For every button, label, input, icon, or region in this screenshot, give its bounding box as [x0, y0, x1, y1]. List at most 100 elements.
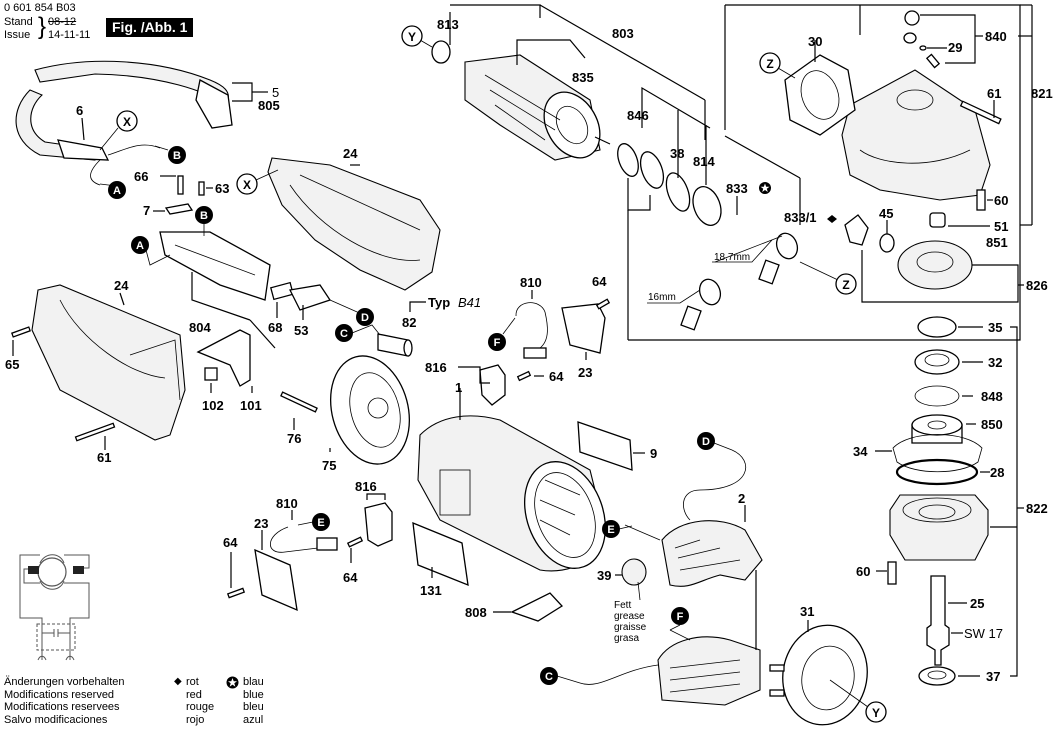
connector-x-2 [236, 173, 258, 195]
diamond-icon: ◆ [174, 676, 182, 687]
part-label-805: 805 [258, 98, 280, 113]
part-label-816-top: 816 [425, 360, 447, 375]
issue-label: Issue [4, 29, 31, 41]
connector-f-1-label: F [494, 337, 501, 349]
leader [351, 324, 381, 336]
housing-half-top [267, 157, 441, 291]
connector-a-1 [108, 181, 126, 199]
part-label-840: 840 [985, 29, 1007, 44]
power-cord [15, 60, 233, 186]
leader [777, 67, 796, 79]
blue-es: azul [243, 713, 264, 726]
part-label-7: 7 [143, 203, 150, 218]
part-label-53: 53 [294, 323, 308, 338]
part-label-76: 76 [287, 431, 301, 446]
crown-gear-hub [916, 251, 954, 273]
disclaimer-en: Modifications reserved [4, 688, 115, 701]
red-en: red [186, 688, 202, 701]
leader [255, 169, 279, 181]
part-label-131: 131 [420, 583, 442, 598]
armature-835 [431, 40, 611, 161]
brush-holder-a [775, 232, 799, 260]
leader [713, 442, 733, 451]
connector-e-2-label: E [607, 524, 614, 536]
pinion-gear [844, 214, 869, 246]
leader [145, 249, 171, 266]
grease-de: Fett [614, 600, 631, 611]
needle-bearing-38 [665, 172, 691, 212]
bearing-35 [917, 316, 957, 338]
part-label-810-top: 810 [520, 275, 542, 290]
part-label-82: 82 [402, 315, 416, 330]
connector-z-2 [835, 273, 857, 295]
bearing-45 [879, 233, 895, 253]
leader-803 [539, 4, 706, 101]
bracket-816-top [458, 366, 490, 384]
part-label-826: 826 [1026, 278, 1048, 293]
screw-64-lower [346, 536, 364, 548]
connector-x-1-label: X [123, 115, 131, 129]
leader [637, 581, 641, 601]
connector-b-2-label: B [200, 210, 208, 222]
part-label-60-bottom: 60 [856, 564, 870, 579]
brush-holder-b [698, 278, 722, 306]
spanner-size-sw17: SW 17 [964, 626, 1003, 641]
connector-e-2 [602, 520, 620, 538]
part-label-66: 66 [134, 169, 148, 184]
typ-value: B41 [458, 295, 481, 310]
stand-label: Stand [4, 16, 33, 28]
carbon-brush-top [523, 347, 547, 359]
bracket-826 [861, 250, 1019, 303]
leader [724, 135, 801, 179]
red-legend: rot red rouge rojo [186, 676, 214, 726]
part-label-30: 30 [808, 34, 822, 49]
part-label-64-lower: 64 [343, 570, 358, 585]
capacitor-end [403, 339, 413, 357]
flange-inner [918, 504, 956, 520]
red-de: rot [186, 676, 199, 688]
part-label-835: 835 [572, 70, 594, 85]
leader [154, 145, 169, 151]
leader [618, 525, 633, 530]
part-label-23-top: 23 [578, 365, 592, 380]
screw-64-left [226, 587, 246, 599]
bracket-804 [191, 272, 251, 321]
leader [249, 319, 276, 349]
end-shield-31 [769, 624, 868, 726]
part-label-102: 102 [202, 398, 224, 413]
part-label-39: 39 [597, 568, 611, 583]
blue-en: blue [243, 688, 264, 701]
diamond-icon [827, 215, 837, 223]
coil-lead-c [579, 664, 659, 685]
bracket-822 [1010, 326, 1018, 677]
screw-63 [198, 181, 205, 196]
bracket-835 [450, 4, 541, 18]
brush-lead-810-top [515, 302, 548, 349]
leader [502, 317, 516, 335]
circlip [617, 143, 639, 177]
bearing-flange-822 [889, 494, 989, 561]
leader [99, 127, 119, 151]
blue-de: blau [243, 676, 264, 688]
flange-rim [902, 497, 972, 523]
connector-y-2 [865, 701, 887, 723]
protection-ring-34 [892, 434, 983, 473]
part-label-846: 846 [627, 108, 649, 123]
dim-leader [647, 289, 701, 304]
retaining-ring-848 [914, 385, 960, 407]
spring-102 [204, 367, 218, 381]
field-coil-2 [657, 520, 763, 706]
part-label-29: 29 [948, 40, 962, 55]
coil-lead-e [624, 524, 661, 541]
dimension-16mm: 16mm [648, 292, 676, 303]
switch-assembly [159, 231, 332, 311]
connector-e-1 [312, 513, 330, 531]
connector-z-1-label: Z [766, 57, 773, 71]
connector-c-2-label: C [545, 671, 553, 683]
disclaimer: Änderungen vorbehalten Modifications res… [4, 676, 124, 726]
red-es: rojo [186, 713, 205, 726]
connector-f-2-label: F [677, 611, 684, 623]
carbon-brush-a [758, 259, 780, 285]
bracket-840 [920, 14, 976, 64]
dim-leader [712, 239, 773, 263]
